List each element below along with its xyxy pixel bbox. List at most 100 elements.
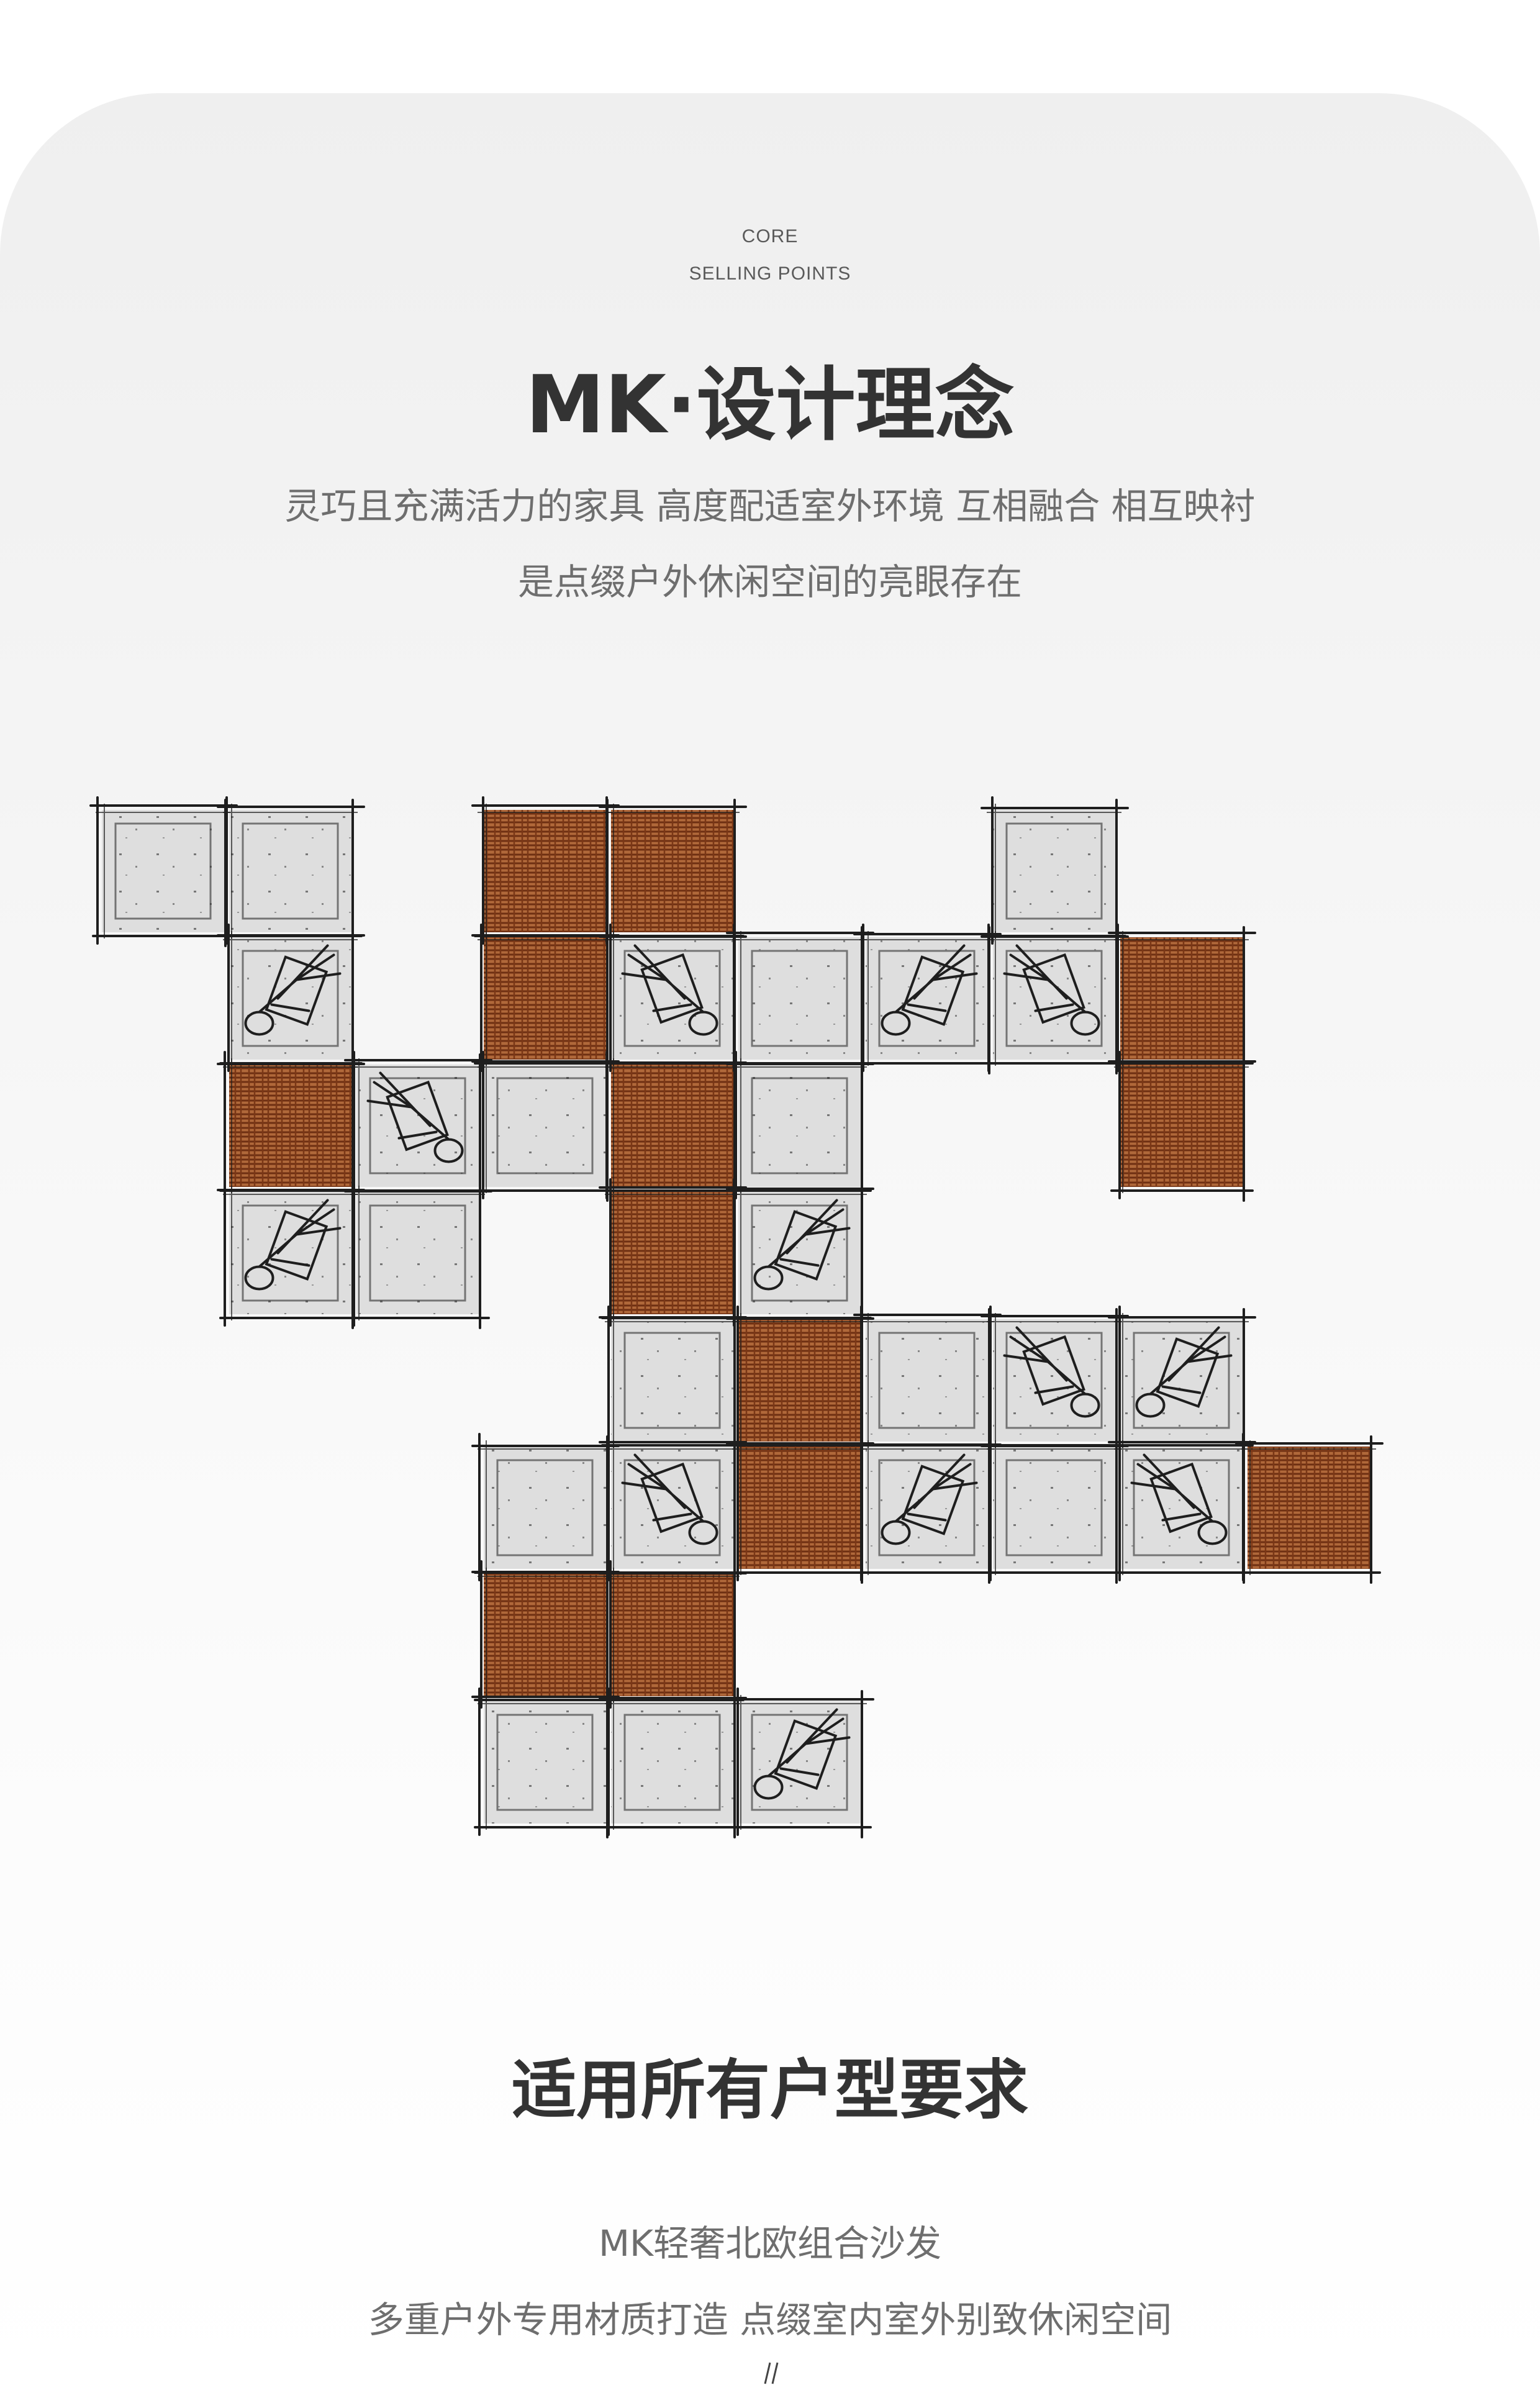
module-frame-stroke [217,1178,365,1329]
cushion-module [484,1701,606,1824]
wood-slat-module [611,1574,733,1696]
person-sketch [244,1199,342,1291]
cushion-module [866,1319,988,1442]
wood-slat-module [1120,1065,1243,1187]
module-frame-sketch [605,1186,740,1320]
module-frame-stroke [89,796,238,947]
module-frame-stroke [217,796,365,947]
cushion-module [102,810,224,932]
person-sketch [753,1199,851,1291]
cushion-outline [1005,1459,1103,1556]
cushion-module [484,1447,606,1569]
module-frame-sketch [605,1313,740,1448]
module-frame-sketch [732,1313,867,1448]
module-frame-sketch [859,931,994,1066]
module-frame-stroke [1108,1306,1256,1456]
module-frame-sketch [478,931,612,1066]
module-frame-sketch [605,1568,740,1702]
module-frame-stroke [726,1306,874,1456]
fits-all-layouts-title: 适用所有户型要求 [511,2052,1028,2128]
person-body-sketch [386,1080,449,1152]
module-frame-sketch [223,1186,358,1320]
person-limbs-sketch [894,1453,978,1523]
cushion-outline [1133,1459,1230,1556]
module-frame-stroke [853,1433,1002,1584]
module-frame-stroke [853,924,1002,1074]
module-frame-stroke [1108,1051,1256,1202]
wood-slat-module [738,1319,861,1442]
cushion-outline [751,1077,848,1174]
person-sketch [621,1453,718,1545]
design-concept-title: MK·设计理念 [525,359,1015,452]
module-frame-sketch [605,1695,740,1830]
wood-slat-module [611,1192,733,1314]
cushion-outline [1133,1332,1230,1429]
person-body-sketch [1149,1462,1213,1533]
module-frame-sketch [223,804,358,938]
person-limbs-sketch [1149,1326,1233,1396]
cushion-outline [242,822,339,920]
person-body-sketch [774,1210,838,1281]
cushion-module [993,1447,1115,1569]
module-frame-sketch [350,1186,485,1320]
scroll-hint-mark [764,2362,779,2384]
module-frame-stroke [471,1433,620,1584]
person-sketch [1003,1326,1100,1418]
person-body-sketch [640,1462,704,1533]
module-frame-sketch [605,931,740,1066]
module-frame-stroke [471,796,620,947]
cushion-module [993,810,1115,932]
cushion-outline [369,1204,466,1302]
module-frame-sketch [223,931,358,1066]
eyebrow-selling-points: SELLING POINTS [689,263,851,284]
module-frame-stroke [1235,1433,1384,1584]
module-frame-sketch [605,1058,740,1193]
module-frame-stroke [217,924,365,1074]
product-name-line: MK轻奢北欧组合沙发 [598,2222,942,2265]
module-frame-sketch [732,1695,867,1830]
cushion-outline [496,1077,594,1174]
cushion-module [611,1319,733,1442]
module-frame-sketch [859,1313,994,1448]
module-frame-sketch [478,1695,612,1830]
cushion-outline [623,1332,721,1429]
cushion-module [356,1192,479,1314]
module-frame-sketch [732,1186,867,1320]
module-frame-stroke [1108,1433,1256,1584]
module-frame-sketch [605,804,740,938]
person-limbs-sketch [767,1199,851,1268]
cushion-module [484,1065,606,1187]
cushion-outline [369,1077,466,1174]
cushion-module [229,810,351,932]
cushion-module [611,1701,733,1824]
person-body-sketch [901,955,965,1026]
module-frame-sketch [987,804,1121,938]
person-body-sketch [640,953,704,1024]
module-frame-sketch [478,1440,612,1575]
module-frame-stroke [726,1433,874,1584]
wood-slat-module [484,1574,606,1696]
person-limbs-sketch [767,1708,851,1778]
module-frame-sketch [1114,931,1249,1066]
person-body-sketch [1156,1337,1220,1408]
person-limbs-sketch [258,1199,342,1268]
wood-slat-module [484,937,606,1060]
module-frame-stroke [981,796,1129,947]
person-sketch [753,1708,851,1800]
wood-slat-module [1120,937,1243,1060]
module-frame-stroke [981,924,1129,1074]
module-frame-sketch [1114,1440,1249,1575]
wood-slat-module [738,1447,861,1569]
person-sketch [621,944,718,1036]
module-frame-sketch [223,1058,358,1193]
module-frame-sketch [96,804,230,938]
module-frame-stroke [599,1178,747,1329]
person-sketch [881,1453,978,1545]
design-concept-line-1: 灵巧且充满活力的家具 高度配适室外环境 互相融合 相互映衬 [284,485,1256,527]
cushion-outline [242,1204,339,1302]
wood-slat-module [229,1065,351,1187]
cushion-module [738,937,861,1060]
module-frame-stroke [853,1306,1002,1456]
module-frame-stroke [726,1051,874,1202]
person-sketch [881,944,978,1036]
